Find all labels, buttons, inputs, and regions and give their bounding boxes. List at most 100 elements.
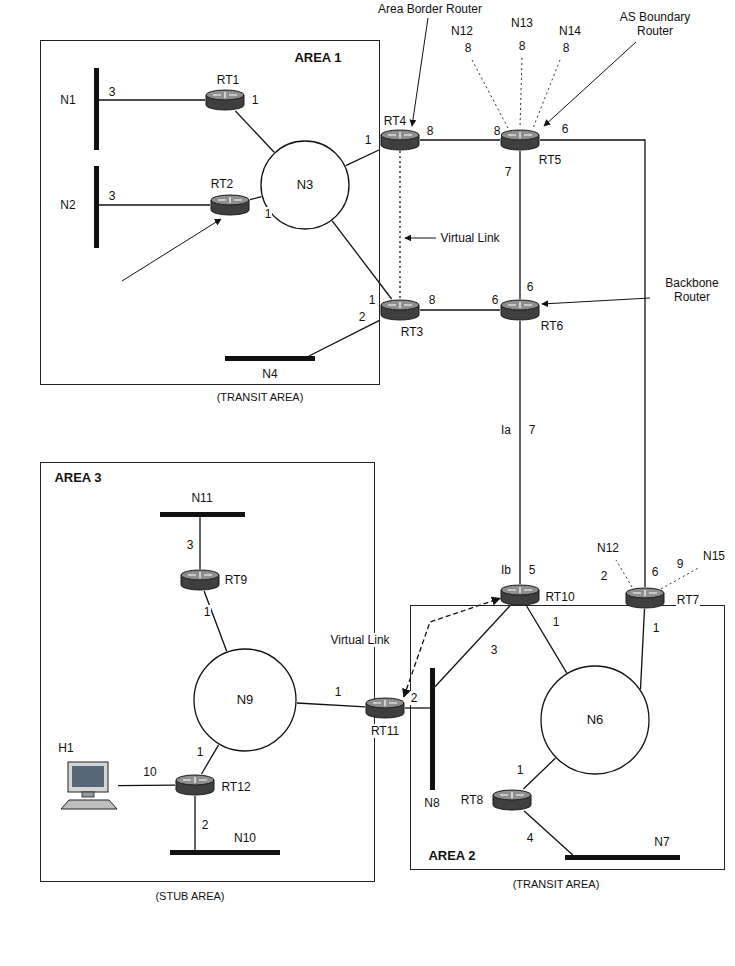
router-node: RT10 [500,584,540,606]
router-top [211,195,249,205]
cost-number: 2 [201,818,210,832]
network-segment: N4 [225,356,315,361]
cost-number: 1 [264,207,273,221]
area-type: (TRANSIT AREA) [512,877,601,891]
network-link [99,204,210,205]
callout-arrow [542,298,650,304]
router-arrows [500,792,524,798]
area-type: (STUB AREA) [154,889,225,903]
network-link [540,140,645,587]
router-top [501,300,539,310]
cost-number: 6 [651,565,660,579]
cost-number: 3 [108,189,117,203]
callout-label: N15 [702,549,726,563]
callout-label: AS Boundary Router [608,10,702,38]
router-name: RT1 [216,73,240,87]
router-node: RT11 [365,697,405,719]
router-name: RT5 [538,153,562,167]
network-name: N4 [261,367,278,381]
network-segment: N8 [430,668,435,790]
network-name: N2 [59,198,76,212]
router-node: RT5 [500,129,540,151]
router-top [501,585,539,595]
cost-number: 4 [526,831,535,845]
network-link [524,811,573,855]
keyboard [61,800,117,809]
callout-arrow [122,219,221,281]
network-name: N7 [653,835,670,849]
router-node: RT9 [180,569,220,591]
callout-label: N12 [450,24,474,38]
stand [82,792,94,797]
router-top [381,130,419,140]
cost-number: 8 [426,124,435,138]
cost-number: 8 [464,41,473,55]
router-arrows [373,700,397,706]
network-link [523,758,555,789]
router-icon [205,89,245,111]
router-top [626,588,664,598]
network-link [199,517,200,569]
router-name: RT8 [460,793,484,807]
network-link [235,111,274,152]
host-name: H1 [57,741,74,755]
callout-arrow [412,18,428,126]
network-link [405,707,430,708]
callout-arrow [405,238,436,239]
callout-label: Ia [500,423,512,437]
router-name: RT6 [540,319,564,333]
router-icon [180,569,220,591]
network-link [641,609,645,689]
cost-number: 3 [490,643,499,657]
network-segment: N1 [94,68,99,150]
cost-number: 1 [203,605,212,619]
network-name: N8 [423,796,440,810]
cost-number: 10 [142,765,157,779]
area-title: AREA 2 [427,849,476,863]
callout-label: Virtual Link [439,231,500,245]
network-name: N11 [190,491,213,505]
cost-number: 1 [652,621,661,635]
external-route [533,60,560,128]
network-link [118,785,175,787]
router-node: RT7 [625,587,665,609]
cost-number: 7 [504,165,513,179]
area-title: AREA 3 [53,471,102,485]
network-segment: N10 [170,850,280,855]
router-node: RT8 [492,789,532,811]
router-arrows [508,587,532,593]
router-name: RT4 [383,114,407,128]
area-box: AREA 1(TRANSIT AREA)N1RT1N2RT2N3N4 [40,40,380,385]
network-link [309,320,380,356]
network-link [420,139,500,140]
network-segment: N11 [160,512,245,517]
router-name: RT2 [210,177,234,191]
router-name: RT11 [370,724,400,738]
router-top [366,698,404,708]
cost-number: 2 [410,691,419,705]
router-arrows [508,302,532,308]
router-node: RT4 [380,129,420,151]
network-name: N3 [296,178,315,192]
network-link [519,321,520,584]
router-node: RT2 [210,194,250,216]
cost-number: 8 [428,293,437,307]
router-icon [380,129,420,151]
cost-number: 1 [196,745,205,759]
virtual-link [399,151,400,299]
network-link [194,796,195,850]
cost-number: 3 [186,538,195,552]
network-circle: N6 [540,665,650,775]
network-link [332,221,391,299]
router-name: RT7 [676,593,700,607]
network-link [297,703,365,707]
area-box: AREA 2(TRANSIT AREA)N8N6RT8N7 [410,605,725,870]
cost-number: 2 [600,569,609,583]
callout-arrow [544,42,636,126]
router-arrows [213,92,237,98]
router-icon [500,584,540,606]
router-arrows [388,302,412,308]
network-circle: N3 [260,140,350,230]
router-node: RT6 [500,299,540,321]
router-arrows [388,132,412,138]
